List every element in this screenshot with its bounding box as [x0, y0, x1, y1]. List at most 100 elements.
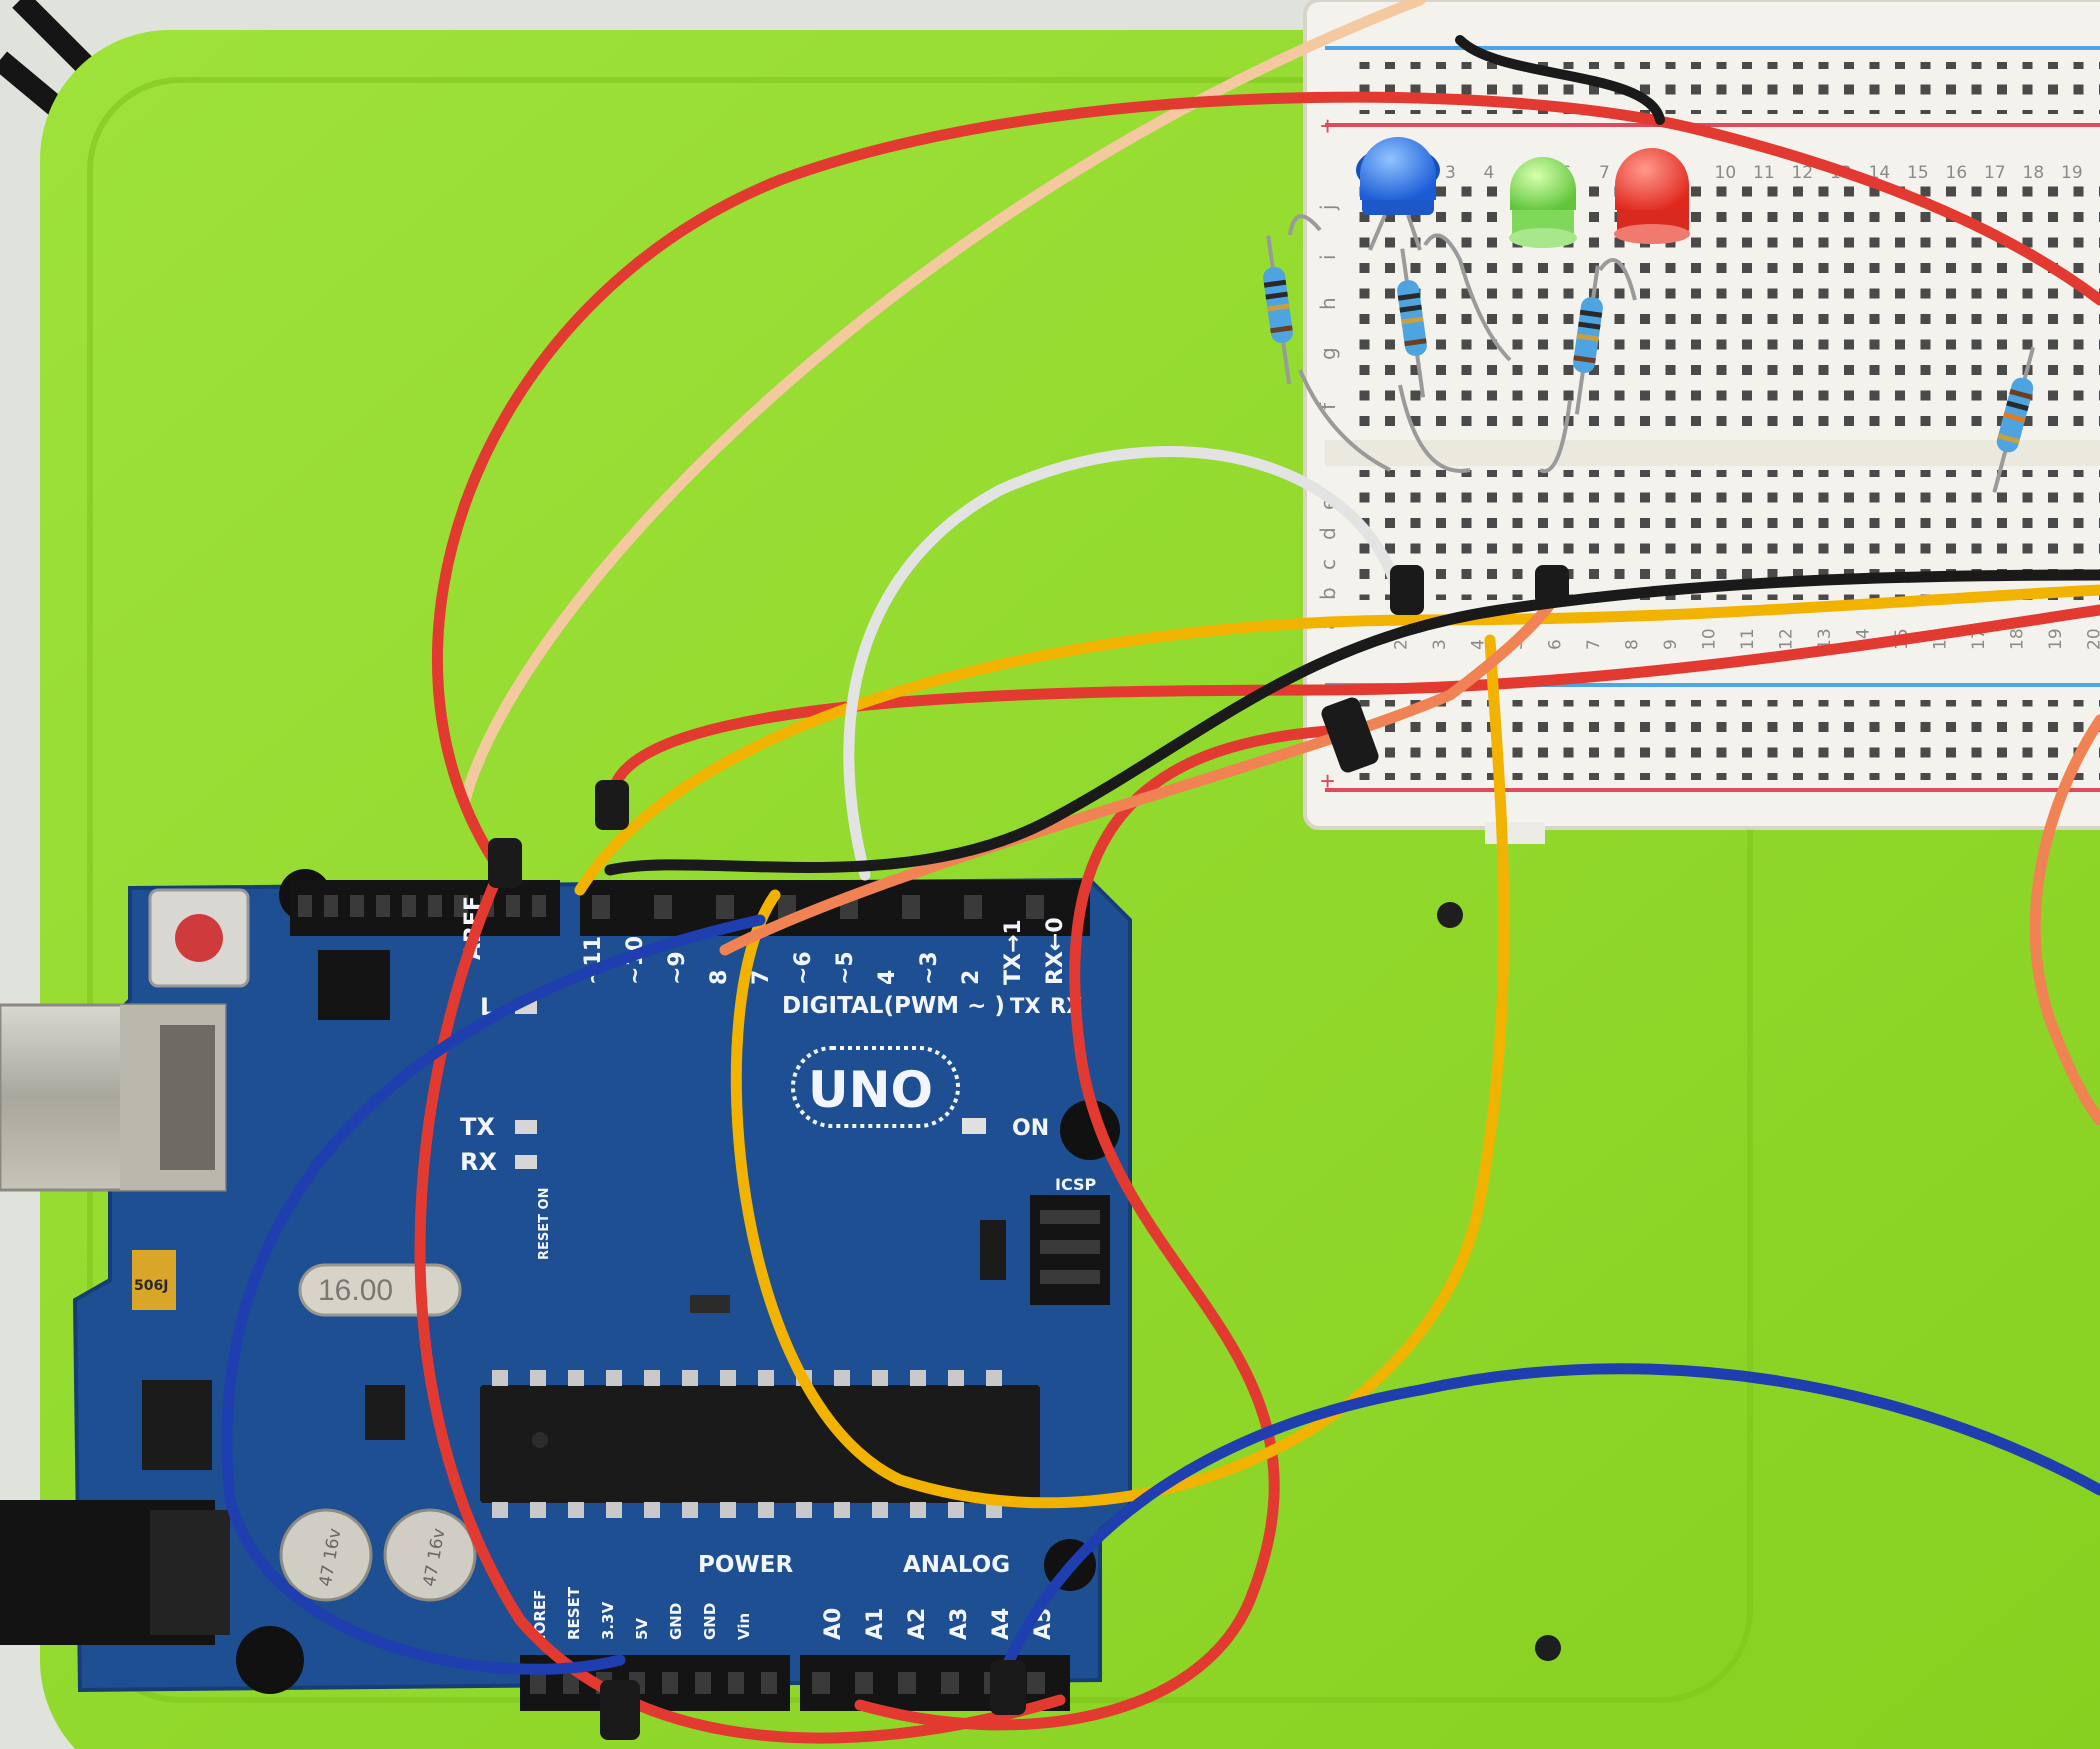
digital-pin-label: ~5	[833, 951, 858, 985]
header-hole	[855, 1672, 873, 1694]
crystal-label: 16.00	[318, 1274, 393, 1307]
mat-hole	[1535, 1635, 1561, 1661]
capacitor	[279, 1508, 373, 1602]
power-pin-label: IOREF	[531, 1590, 549, 1640]
icsp-header-usb	[318, 950, 390, 1020]
header-hole	[324, 895, 338, 917]
label-digital-pwm: DIGITAL(PWM ~ )	[782, 993, 1005, 1019]
row-letter: g	[1316, 347, 1340, 360]
mat-hole	[1437, 902, 1463, 928]
rail-plus-top: +	[1320, 111, 1335, 141]
row-letter: f	[1316, 402, 1340, 410]
label-power: POWER	[698, 1552, 793, 1578]
smd-chip	[980, 1220, 1006, 1280]
header-hole	[402, 895, 416, 917]
capacitor	[383, 1508, 477, 1602]
column-number: 3	[1445, 163, 1456, 183]
resistor	[1573, 265, 1603, 415]
column-number: 18	[2008, 628, 2028, 650]
resistor	[1263, 235, 1293, 385]
resistor	[1397, 248, 1427, 398]
atmega-chip	[480, 1385, 1040, 1503]
chip-pin	[492, 1502, 508, 1518]
digital-pin-label: 2	[959, 970, 984, 985]
resistor	[1992, 346, 2036, 493]
label-icsp: ICSP	[1055, 1175, 1097, 1194]
fuse	[132, 1250, 176, 1310]
wire-red-short	[609, 604, 2100, 791]
reset-button-cap[interactable]	[175, 914, 223, 962]
top-rail-holes	[1355, 62, 2100, 114]
led-green	[1509, 157, 1577, 248]
led-on	[962, 1118, 986, 1134]
header-hole	[454, 895, 468, 917]
chip-pin	[834, 1370, 850, 1386]
header-hole	[898, 1672, 916, 1694]
column-number: 12	[1777, 628, 1797, 650]
label-reset-on: RESET ON	[537, 1188, 552, 1260]
bottom-rail-holes	[1355, 700, 2100, 780]
chip-pin	[872, 1502, 888, 1518]
column-number: 20	[2085, 628, 2100, 650]
chip-pin	[910, 1370, 926, 1386]
led-rx	[515, 1155, 537, 1169]
column-number: 11	[1753, 163, 1775, 183]
fuse-label: 506J	[134, 1278, 168, 1294]
chip-pin	[492, 1370, 508, 1386]
analog-pin-label: A1	[863, 1608, 888, 1640]
smd-chip	[365, 1385, 405, 1440]
column-number: 19	[2061, 163, 2083, 183]
column-number: 3	[1430, 639, 1450, 650]
label-on: ON	[1012, 1116, 1049, 1141]
wire-yellow-loop	[730, 634, 1510, 1509]
column-number: 7	[1599, 163, 1610, 183]
wire-orange-right	[2029, 714, 2100, 1126]
wire-white	[843, 446, 1406, 881]
header-hole	[428, 895, 442, 917]
header-hole	[761, 1672, 777, 1694]
row-letter: b	[1316, 587, 1340, 600]
header-hole	[532, 895, 546, 917]
header-hole	[812, 1672, 830, 1694]
column-number: 12	[1792, 163, 1814, 183]
chip-pin	[758, 1502, 774, 1518]
rail-plus-bottom: +	[1320, 766, 1335, 796]
row-letter: h	[1316, 297, 1340, 310]
regulator	[142, 1380, 212, 1470]
led-tx	[515, 1120, 537, 1134]
power-pin-label: GND	[667, 1603, 685, 1640]
header-hole	[563, 1672, 579, 1694]
breadboard-clip	[1485, 822, 1545, 844]
wire-red-loop-bottom	[414, 864, 1066, 1744]
column-number: 15	[1907, 163, 1929, 183]
power-pin-label: 5V	[633, 1618, 651, 1640]
digital-pin-label: 8	[707, 970, 732, 985]
column-number: 18	[2023, 163, 2045, 183]
analog-pin-label: A4	[989, 1608, 1014, 1640]
analog-pin-label: A0	[821, 1608, 846, 1640]
column-number: 16	[1946, 163, 1968, 183]
column-number: 9	[1661, 639, 1681, 650]
digital-pin-label: TX→1	[1001, 919, 1026, 985]
wire-yellow	[574, 584, 2100, 896]
column-number: 10	[1700, 628, 1720, 650]
row-letter: c	[1316, 559, 1340, 570]
header-hole	[530, 1672, 546, 1694]
uno-logo-outline	[791, 1046, 960, 1128]
chip-pin	[682, 1502, 698, 1518]
header-hole	[376, 895, 390, 917]
column-number: 19	[2046, 628, 2066, 650]
chip-pin	[796, 1502, 812, 1518]
digital-pin-label: ~9	[665, 951, 690, 985]
led-blue	[1356, 137, 1440, 251]
chip-pin	[530, 1370, 546, 1386]
digital-pin-label: 7	[749, 970, 774, 985]
digital-pin-label: ~3	[917, 951, 942, 985]
chip-pin	[606, 1502, 622, 1518]
header-hole	[728, 1672, 744, 1694]
label-analog: ANALOG	[903, 1552, 1010, 1578]
header-hole	[592, 895, 610, 919]
header-hole	[716, 895, 734, 919]
header-hole	[506, 895, 520, 917]
header-hole	[654, 895, 672, 919]
